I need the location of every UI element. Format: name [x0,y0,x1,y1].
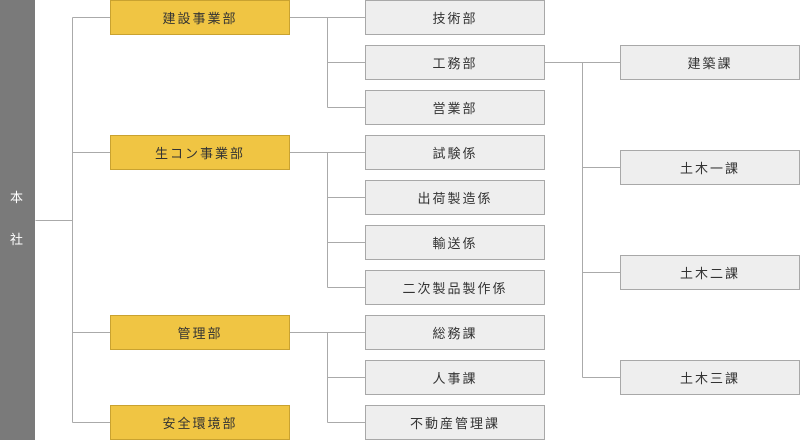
division-safety-environment: 安全環境部 [110,405,290,440]
division-administration: 管理部 [110,315,290,350]
root-label-char-2: 社 [9,233,25,248]
dept-technical: 技術部 [365,0,545,35]
division-construction: 建設事業部 [110,0,290,35]
root-headquarters: 本 社 [0,0,35,440]
section-civil-3: 土木三課 [620,360,800,395]
dept-secondary-products: 二次製品製作係 [365,270,545,305]
dept-shipping-production: 出荷製造係 [365,180,545,215]
dept-transport: 輸送係 [365,225,545,260]
dept-construction-works: 工務部 [365,45,545,80]
dept-human-resources: 人事課 [365,360,545,395]
division-ready-mixed-concrete: 生コン事業部 [110,135,290,170]
dept-general-affairs: 総務課 [365,315,545,350]
dept-real-estate: 不動産管理課 [365,405,545,440]
section-civil-2: 土木二課 [620,255,800,290]
root-label-char-1: 本 [9,191,25,206]
section-architecture: 建築課 [620,45,800,80]
section-civil-1: 土木一課 [620,150,800,185]
dept-testing: 試験係 [365,135,545,170]
dept-sales: 営業部 [365,90,545,125]
